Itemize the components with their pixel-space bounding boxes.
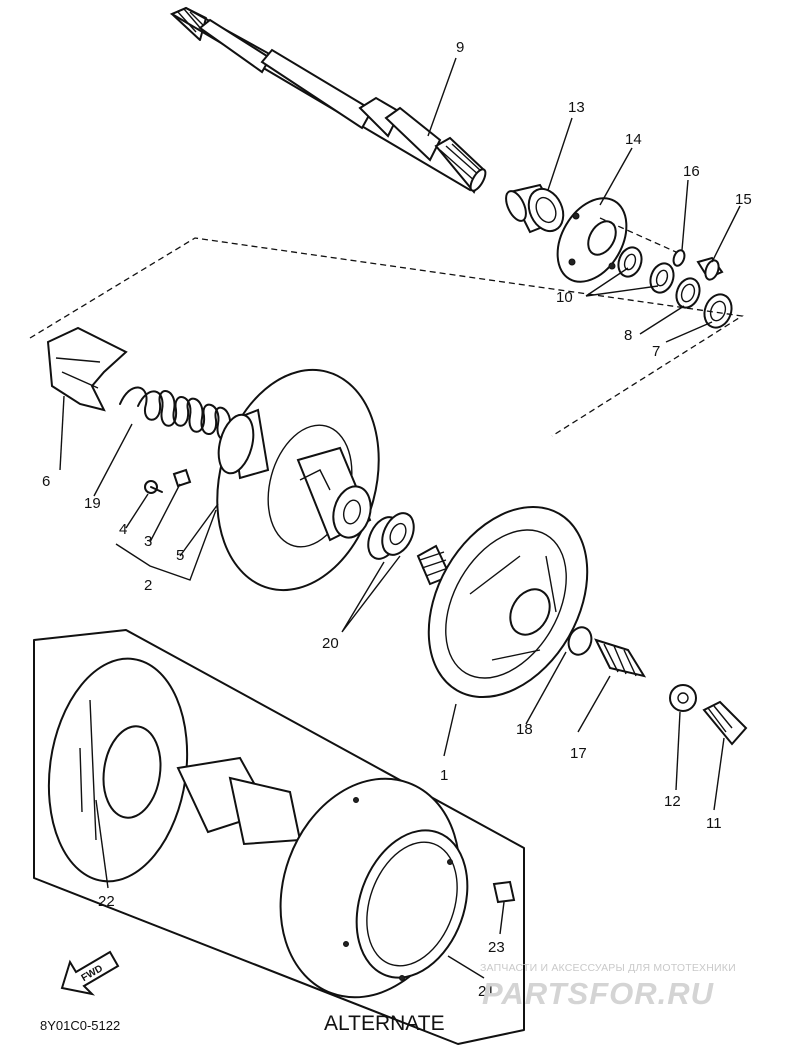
callout-5: 5 — [176, 547, 184, 564]
callout-numbers: 9 13 14 16 15 10 8 7 6 19 4 3 5 2 20 18 … — [42, 39, 752, 1000]
callout-15: 15 — [735, 191, 752, 208]
weight-bolt-part — [144, 468, 192, 494]
collar-and-spring-part — [567, 626, 647, 678]
watermark-brand: PARTSFOR.RU — [482, 976, 715, 1011]
callout-9: 9 — [456, 39, 464, 56]
callout-20: 20 — [322, 635, 339, 652]
spacer-part — [367, 512, 415, 560]
callout-10: 10 — [556, 289, 573, 306]
alternate-box-outline — [33, 629, 525, 1045]
callout-4: 4 — [119, 521, 127, 538]
fixed-sheave-part — [416, 505, 589, 699]
bearing-part — [505, 183, 565, 234]
callout-18: 18 — [516, 721, 533, 738]
alternate-sheave-part — [47, 657, 516, 999]
callout-17: 17 — [570, 745, 587, 762]
movable-sheave-part — [216, 368, 380, 592]
alternate-label: ALTERNATE — [324, 1012, 445, 1035]
watermark-tagline: ЗАПЧАСТИ И АКСЕССУАРЫ ДЛЯ МОТОТЕХНИКИ — [480, 962, 736, 974]
callout-6: 6 — [42, 473, 50, 490]
small-hardware-group — [599, 217, 733, 329]
callout-3: 3 — [144, 533, 152, 550]
drawing-code: 8Y01C0-5122 — [40, 1018, 120, 1033]
forward-arrow-icon: FWD — [60, 950, 120, 996]
shaft-part — [169, 6, 487, 194]
callout-23: 23 — [488, 939, 505, 956]
callout-8: 8 — [624, 327, 632, 344]
spring-part — [119, 386, 246, 442]
callout-7: 7 — [652, 343, 660, 360]
callout-14: 14 — [625, 131, 642, 148]
callout-21: 21 — [478, 983, 495, 1000]
cam-shoe-part — [46, 326, 128, 412]
callout-22: 22 — [98, 893, 115, 910]
callout-19: 19 — [84, 495, 101, 512]
callout-13: 13 — [568, 99, 585, 116]
callout-12: 12 — [664, 793, 681, 810]
callout-11: 11 — [706, 815, 722, 832]
callout-1: 1 — [440, 767, 448, 784]
leader-lines — [59, 57, 741, 979]
washer-and-bolt-part — [669, 684, 748, 746]
callout-16: 16 — [683, 163, 700, 180]
callout-2: 2 — [144, 577, 152, 594]
bearing-holder-part — [556, 197, 628, 283]
